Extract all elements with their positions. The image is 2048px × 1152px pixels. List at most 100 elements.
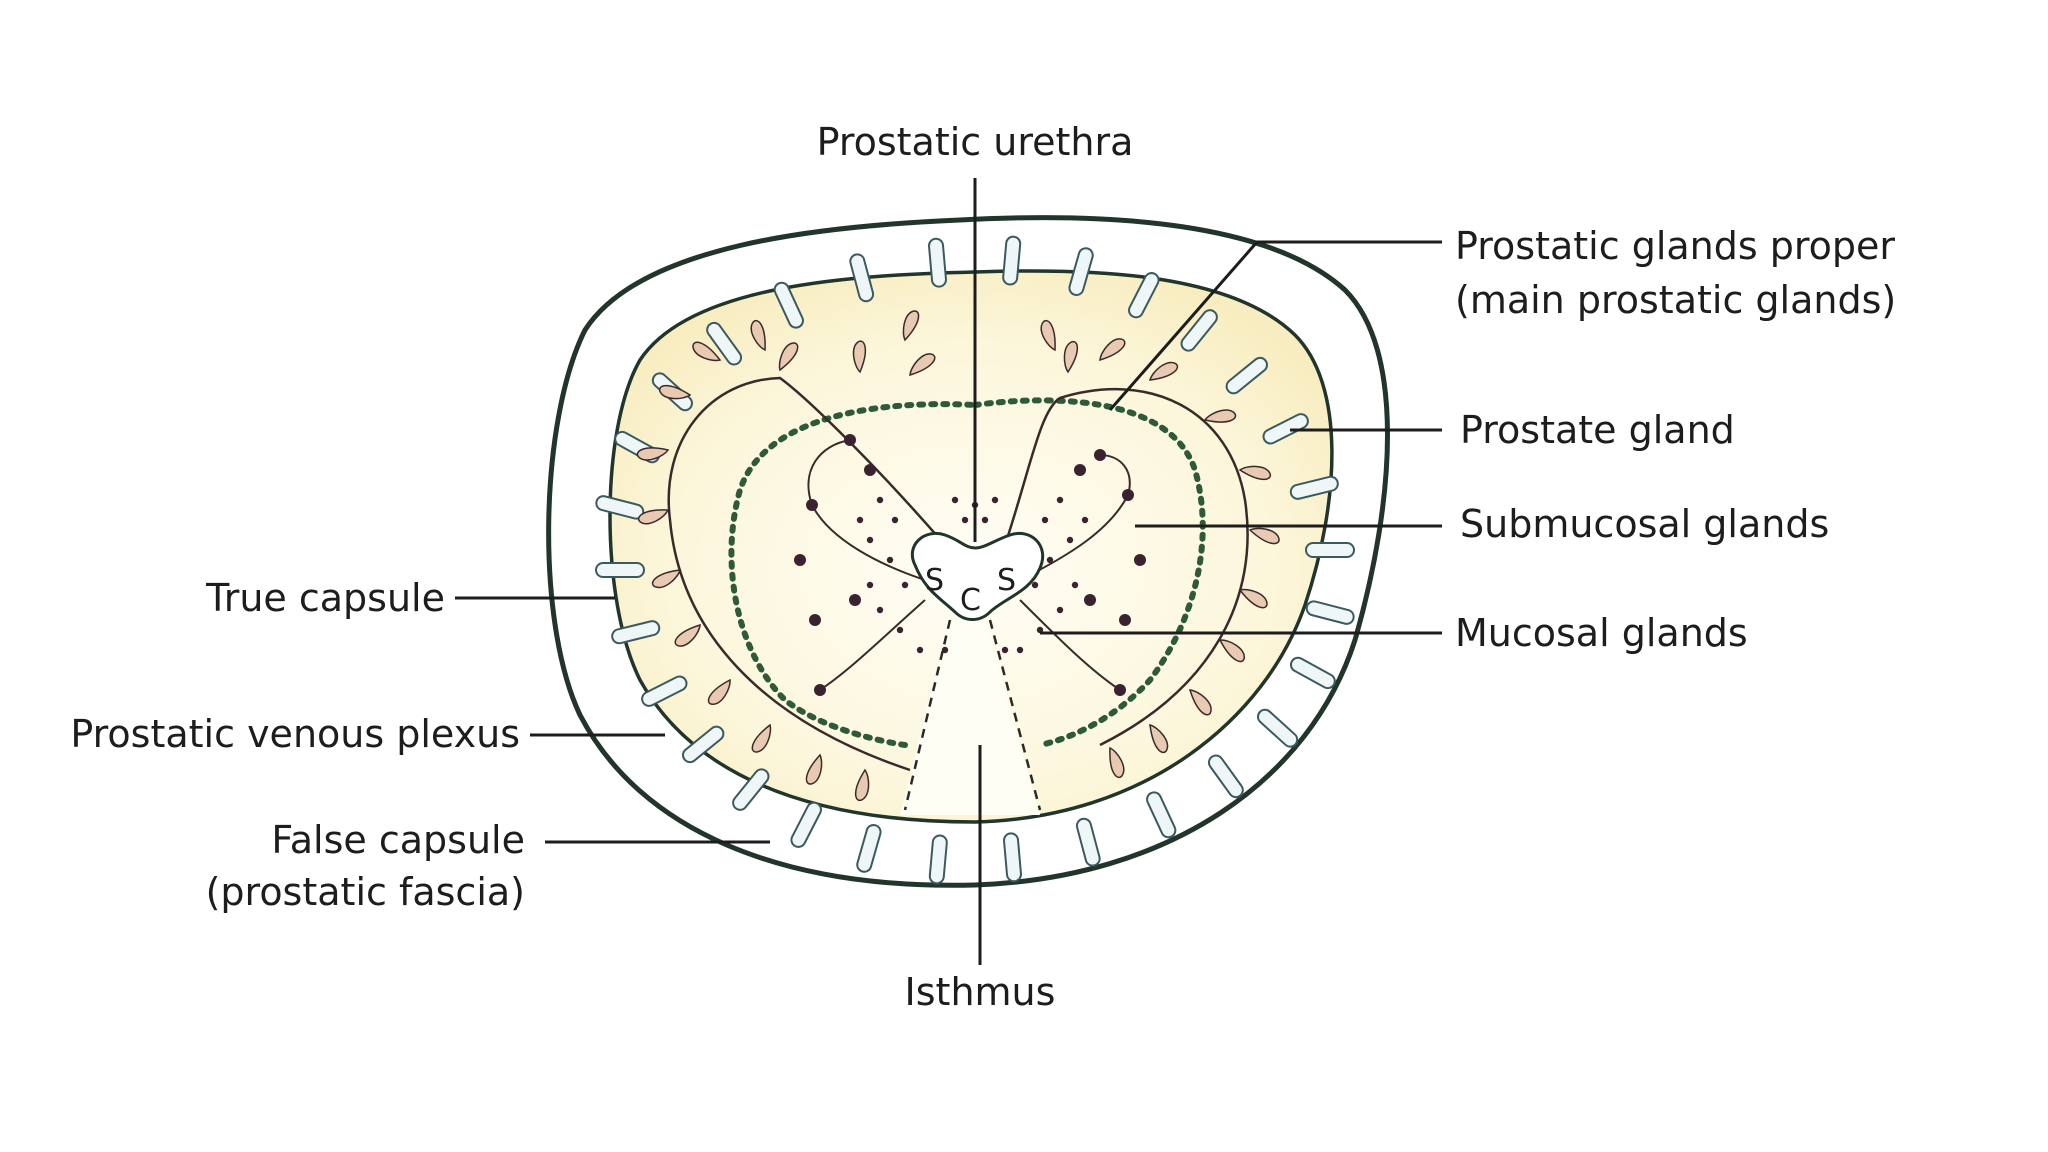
gland-bud (852, 340, 867, 374)
urethra-letter-right: S (997, 563, 1016, 598)
submucosal-gland-end (1094, 449, 1106, 461)
gland-bud (751, 723, 772, 753)
gland-bud (1248, 527, 1280, 545)
submucosal-duct-right-2 (1019, 599, 1121, 691)
mucosal-gland-dot (1001, 646, 1009, 654)
mucosal-gland-dot (886, 556, 894, 564)
mucosal-gland-dot (901, 581, 909, 589)
submucosal-gland-end (1122, 489, 1134, 501)
gland-bud (902, 310, 920, 342)
vein (1257, 708, 1299, 748)
main-duct-right (1003, 388, 1249, 747)
mucosal-gland-dot (941, 646, 949, 654)
gland-bud (674, 623, 701, 647)
vein (856, 824, 882, 873)
submucosal-gland-end (806, 499, 818, 511)
mucosal-glands (856, 496, 1089, 654)
gland-bud (637, 509, 670, 525)
label-isthmus: Isthmus (904, 970, 1056, 1014)
label-true-capsule: True capsule (206, 576, 445, 620)
vein (1075, 817, 1101, 867)
urethra-letter-left: S (925, 563, 944, 598)
submucosal-gland-end (849, 594, 861, 606)
vein (1290, 656, 1336, 690)
vein (928, 237, 947, 288)
submucosal-gland-end (1074, 464, 1086, 476)
mucosal-gland-dot (856, 516, 864, 524)
gland-bud (707, 678, 731, 706)
mucosal-gland-dot (1081, 516, 1089, 524)
gland-bud (909, 353, 936, 377)
mucosal-gland-dot (916, 646, 924, 654)
main-duct-left (667, 376, 946, 772)
mucosal-gland-dot (1046, 556, 1054, 564)
submucosal-gland-end (814, 684, 826, 696)
prostatic-venous-plexus (595, 235, 1355, 885)
vein (1305, 600, 1355, 625)
vein (928, 834, 948, 885)
vein (849, 253, 875, 303)
mucosal-gland-dot (1016, 646, 1024, 654)
vein (1207, 754, 1244, 799)
leader-lines (455, 178, 1442, 965)
vein (1262, 413, 1309, 445)
submucosal-gland-ends (794, 434, 1146, 696)
prostatic-urethra (910, 532, 1045, 621)
mucosal-gland-dot (866, 536, 874, 544)
gland-buds (636, 310, 1280, 802)
vein (1180, 309, 1218, 352)
submucosal-gland-end (1114, 684, 1126, 696)
gland-bud (1218, 639, 1246, 663)
isthmus-region (900, 620, 1040, 815)
gland-bud (1238, 465, 1272, 481)
label-prostate-gland: Prostate gland (1460, 408, 1735, 452)
mucosal-gland-dot (1071, 581, 1079, 589)
submucosal-glands (807, 439, 1131, 691)
submucosal-gland-end (794, 554, 806, 566)
vein (595, 562, 645, 578)
submucosal-gland-end (809, 614, 821, 626)
gland-bud (1040, 319, 1056, 352)
gland-bud (1149, 723, 1169, 754)
gland-bud (854, 768, 870, 802)
vein (790, 801, 822, 848)
mucosal-gland-dot (991, 496, 999, 504)
label-glands-proper-line2: (main prostatic glands) (1455, 278, 1897, 322)
vein (706, 321, 743, 366)
label-submucosal-glands: Submucosal glands (1460, 502, 1830, 546)
submucosal-zone-dotted-line (728, 397, 1206, 748)
submucosal-gland-end (864, 464, 876, 476)
vein (1289, 475, 1339, 500)
vein (1003, 832, 1022, 883)
gland-bud (636, 447, 670, 461)
label-false-capsule-line1: False capsule (271, 818, 525, 862)
gland-bud (658, 384, 692, 400)
isthmus-boundary-right (988, 619, 1042, 811)
vein (1225, 356, 1268, 395)
mucosal-gland-dot (981, 516, 989, 524)
mucosal-gland-dot (1066, 536, 1074, 544)
label-mucosal-glands: Mucosal glands (1455, 611, 1748, 655)
mucosal-gland-dot (1031, 581, 1039, 589)
submucosal-gland-end (1084, 594, 1096, 606)
mucosal-gland-dot (961, 516, 969, 524)
vein (1002, 235, 1022, 286)
gland-bud (778, 342, 799, 372)
urethra-letter-center: C (960, 583, 981, 618)
submucosal-gland-end (1134, 554, 1146, 566)
vein (682, 725, 725, 764)
leader-glands-proper (1108, 240, 1442, 411)
gland-bud (692, 341, 722, 362)
mucosal-gland-dot (951, 496, 959, 504)
vein (1146, 791, 1177, 839)
gland-bud (1238, 588, 1268, 609)
vein (641, 675, 688, 707)
label-glands-proper-line1: Prostatic glands proper (1455, 224, 1896, 268)
vein (1068, 247, 1094, 296)
gland-bud (651, 569, 682, 589)
mucosal-gland-dot (876, 496, 884, 504)
mucosal-gland-dot (1041, 516, 1049, 524)
mucosal-gland-dot (891, 516, 899, 524)
gland-bud (1203, 409, 1237, 423)
submucosal-duct-left-2 (819, 599, 926, 691)
